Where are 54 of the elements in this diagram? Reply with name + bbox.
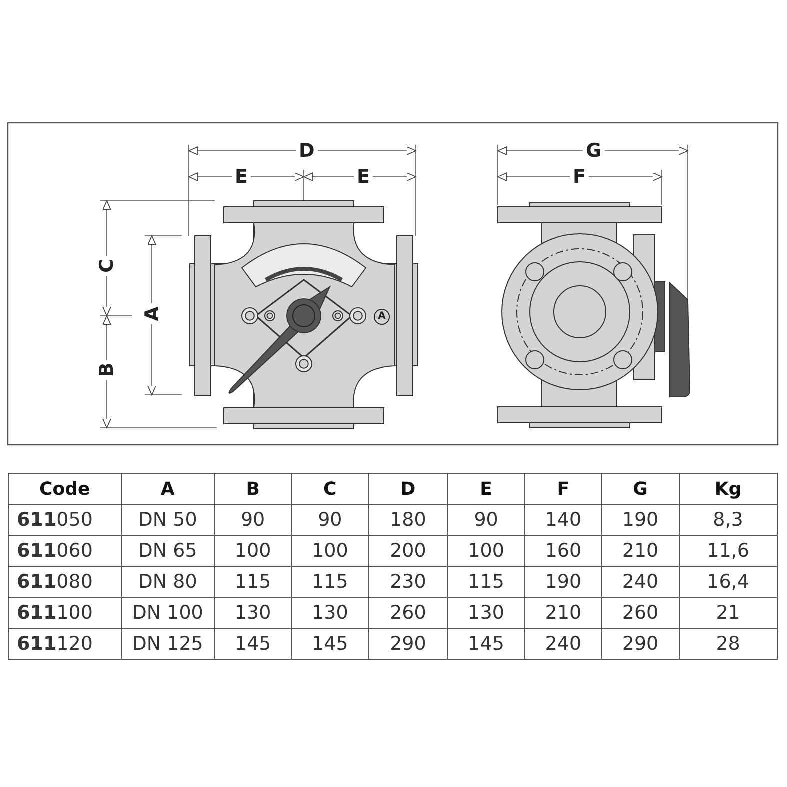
dimension-value: 290	[368, 628, 448, 660]
dimension-value: 130	[214, 598, 292, 628]
dimension-value: 21	[679, 598, 778, 628]
dimension-value: 100	[448, 536, 525, 566]
dimension-value: 100	[214, 536, 292, 566]
column-header: F	[524, 474, 602, 504]
column-header: Kg	[679, 474, 778, 504]
dimension-value: 90	[214, 504, 292, 536]
dimension-value: 145	[292, 628, 369, 660]
column-header: D	[368, 474, 448, 504]
column-header: B	[214, 474, 292, 504]
dimension-value: 200	[368, 536, 448, 566]
dimension-value: 140	[524, 504, 602, 536]
column-header: A	[121, 474, 214, 504]
dimension-value: 28	[679, 628, 778, 660]
dimension-value: 240	[524, 628, 602, 660]
dimension-value: DN 65	[121, 536, 214, 566]
dimension-value: 180	[368, 504, 448, 536]
column-header: G	[602, 474, 680, 504]
dimension-value: 240	[602, 566, 680, 598]
dimension-value: 115	[214, 566, 292, 598]
product-code: 611060	[8, 536, 122, 566]
dimension-value: 115	[448, 566, 525, 598]
column-header: Code	[8, 474, 122, 504]
dimension-value: DN 50	[121, 504, 214, 536]
dimension-value: 160	[524, 536, 602, 566]
dimension-value: 16,4	[679, 566, 778, 598]
dimension-value: DN 80	[121, 566, 214, 598]
dimension-value: 11,6	[679, 536, 778, 566]
dimension-value: 8,3	[679, 504, 778, 536]
product-code: 611100	[8, 598, 122, 628]
dimension-value: 290	[602, 628, 680, 660]
product-code: 611080	[8, 566, 122, 598]
dimension-value: 145	[448, 628, 525, 660]
dimension-value: 260	[368, 598, 448, 628]
product-code: 611120	[8, 628, 122, 660]
column-header: E	[448, 474, 525, 504]
dimension-value: 90	[448, 504, 525, 536]
dimension-value: 210	[602, 536, 680, 566]
dimension-value: 190	[524, 566, 602, 598]
product-code: 611050	[8, 504, 122, 536]
dimension-value: 260	[602, 598, 680, 628]
dimension-value: 115	[292, 566, 369, 598]
column-header: C	[292, 474, 369, 504]
dimension-value: 90	[292, 504, 369, 536]
dimension-value: 230	[368, 566, 448, 598]
dimension-value: 145	[214, 628, 292, 660]
dimension-value: 210	[524, 598, 602, 628]
dimension-value: 130	[448, 598, 525, 628]
dimension-value: 190	[602, 504, 680, 536]
dimension-value: DN 125	[121, 628, 214, 660]
dimension-value: DN 100	[121, 598, 214, 628]
dimension-value: 130	[292, 598, 369, 628]
dimension-value: 100	[292, 536, 369, 566]
